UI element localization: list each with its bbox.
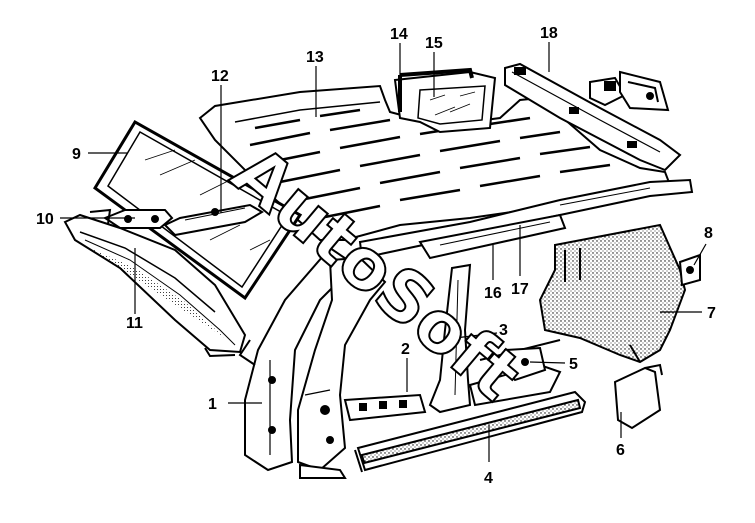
callout-14: 14 — [390, 26, 408, 43]
sunroof-glass — [393, 70, 497, 134]
callout-6: 6 — [616, 442, 625, 459]
mud-flap — [613, 363, 663, 430]
callout-10: 10 — [36, 211, 54, 228]
callout-13: 13 — [306, 49, 324, 66]
rocker-bracket — [343, 393, 427, 422]
rear-header-rail — [504, 62, 682, 172]
hinge-bracket — [504, 346, 547, 382]
callout-8: 8 — [704, 225, 713, 242]
callout-11: 11 — [126, 315, 143, 332]
a-pillar — [238, 246, 357, 472]
callout-15: 15 — [425, 35, 443, 52]
callout-3: 3 — [499, 322, 508, 339]
front-door-pillar — [297, 256, 387, 479]
rear-quarter-panel — [538, 223, 687, 364]
windshield-glass — [93, 119, 303, 301]
roof-side-rail — [358, 178, 694, 260]
callout-4: 4 — [484, 470, 493, 487]
leader-lines — [60, 42, 707, 462]
callout-18: 18 — [540, 25, 558, 42]
callout-1: 1 — [208, 396, 217, 413]
cowl-panel — [63, 213, 247, 358]
callout-17: 17 — [511, 281, 529, 298]
sunroof-frame — [398, 67, 474, 112]
mirror-bracket — [163, 203, 264, 237]
sill-panel — [354, 390, 587, 473]
callout-7: 7 — [707, 305, 716, 322]
callout-12: 12 — [211, 68, 229, 85]
callout-5: 5 — [569, 356, 578, 373]
callout-2: 2 — [401, 341, 410, 358]
callout-16: 16 — [484, 285, 502, 302]
callout-9: 9 — [72, 146, 81, 163]
callout-labels: 1 2 3 4 5 6 7 8 9 10 11 12 13 14 15 16 1… — [36, 25, 716, 487]
